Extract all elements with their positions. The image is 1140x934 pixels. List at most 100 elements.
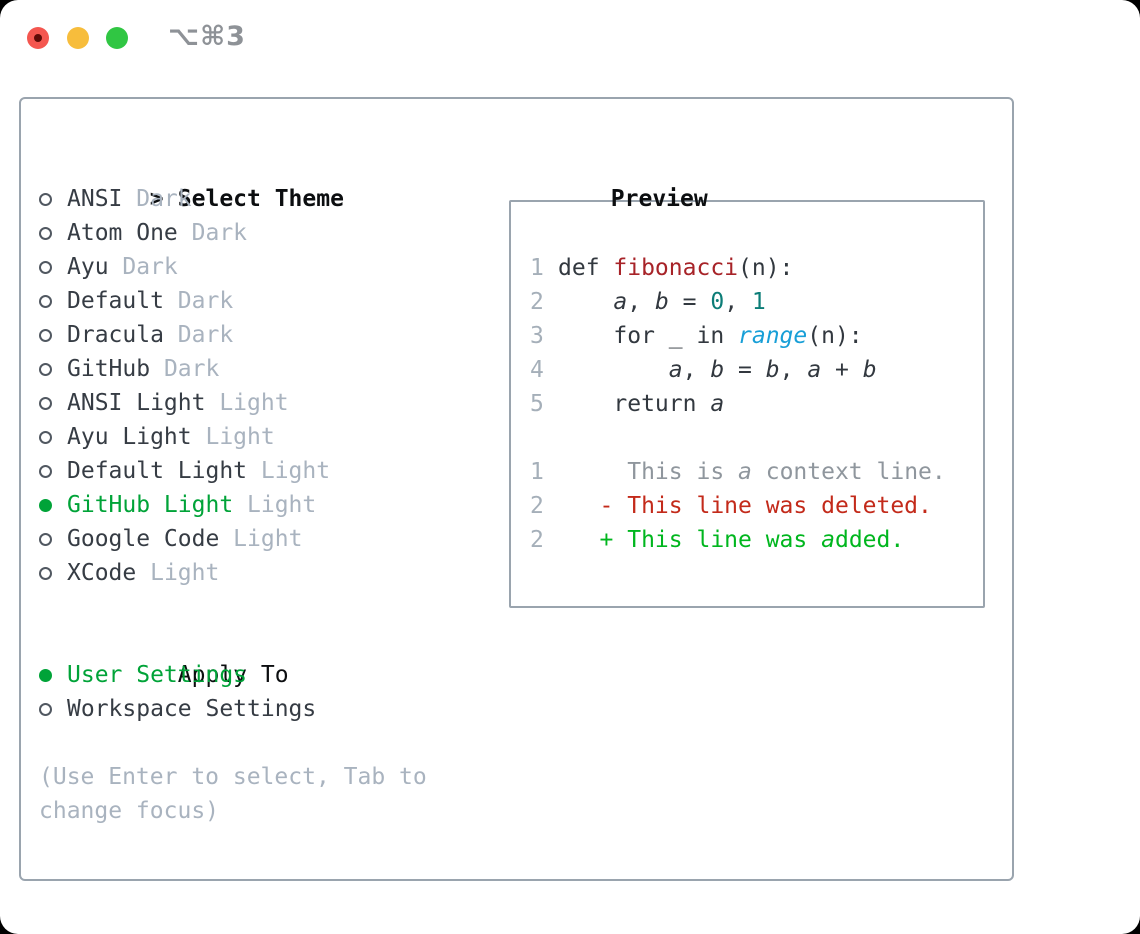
select-theme-header: > Select Theme	[39, 148, 471, 212]
code-token: +	[821, 357, 863, 383]
unsaved-changes-dot	[34, 34, 42, 42]
theme-variant-tag: Dark	[177, 220, 248, 246]
code-token: fibonacci	[613, 255, 739, 281]
theme-variant-tag: Dark	[122, 186, 192, 212]
code-token: a	[821, 527, 835, 553]
apply-to-label: Apply To	[177, 662, 289, 688]
code-line: 2 a, b = 0, 1	[530, 285, 983, 319]
spacer	[39, 590, 471, 624]
window-title-shortcut: ⌥⌘3	[168, 21, 246, 52]
radio-icon	[39, 397, 52, 410]
option-name: Dracula	[67, 322, 164, 348]
code-token: ,	[779, 357, 808, 383]
code-token: range	[738, 323, 808, 349]
theme-variant-tag: Dark	[163, 288, 234, 314]
radio-marker	[39, 556, 67, 590]
radio-icon	[39, 703, 52, 716]
minimize-button[interactable]	[67, 27, 89, 49]
option-name: Ayu	[67, 254, 109, 280]
radio-marker	[39, 454, 67, 488]
code-token: a	[738, 459, 752, 485]
radio-icon	[39, 363, 52, 376]
theme-option[interactable]: ANSI Dark	[39, 182, 471, 216]
code-token: (n):	[738, 255, 794, 281]
radio-marker	[39, 488, 67, 522]
code-token: - This line was deleted.	[558, 493, 932, 519]
theme-option[interactable]: Google Code Light	[39, 522, 471, 556]
theme-variant-tag: Light	[136, 560, 220, 586]
theme-option[interactable]: ANSI Light Light	[39, 386, 471, 420]
option-name: Workspace Settings	[67, 696, 317, 722]
radio-icon	[39, 465, 52, 478]
theme-option[interactable]: GitHub Light Light	[39, 488, 471, 522]
selected-radio-icon	[39, 669, 52, 682]
code-token: b	[765, 357, 780, 383]
theme-option[interactable]: Ayu Dark	[39, 250, 471, 284]
theme-option[interactable]: XCode Light	[39, 556, 471, 590]
line-number: 2	[530, 289, 544, 315]
theme-variant-tag: Light	[219, 526, 303, 552]
theme-variant-tag: Light	[233, 492, 317, 518]
line-number: 2	[530, 493, 544, 519]
line-number: 4	[530, 357, 544, 383]
radio-marker	[39, 420, 67, 454]
option-name: Ayu Light	[67, 424, 192, 450]
code-token: ,	[627, 289, 655, 315]
code-token: This is	[558, 459, 739, 485]
code-line: 3 for _ in range(n):	[530, 319, 983, 353]
theme-variant-tag: Dark	[108, 254, 178, 280]
radio-marker	[39, 182, 67, 216]
code-token: b	[654, 289, 669, 315]
code-token: a	[710, 391, 725, 417]
preview-label: Preview	[610, 186, 708, 212]
radio-marker	[39, 692, 67, 726]
code-token: 0	[710, 289, 725, 315]
line-number: 1	[530, 255, 544, 281]
code-token: def	[558, 255, 614, 281]
help-text: (Use Enter to select, Tab to change focu…	[39, 764, 427, 824]
code-token: b	[710, 357, 725, 383]
apply-option[interactable]: Workspace Settings	[39, 692, 471, 726]
radio-marker	[39, 318, 67, 352]
code-token: b	[862, 357, 877, 383]
option-name: Default	[67, 288, 164, 314]
theme-variant-tag: Light	[247, 458, 331, 484]
option-name: Google Code	[67, 526, 220, 552]
radio-icon	[39, 533, 52, 546]
theme-option[interactable]: GitHub Dark	[39, 352, 471, 386]
theme-variant-tag: Dark	[163, 322, 234, 348]
option-name: GitHub Light	[67, 492, 234, 518]
code-token: a	[668, 357, 683, 383]
theme-option[interactable]: Atom One Dark	[39, 216, 471, 250]
close-button[interactable]	[27, 27, 49, 49]
code-token: for _ in	[558, 323, 739, 349]
code-token: context line.	[751, 459, 946, 485]
radio-marker	[39, 250, 67, 284]
code-line: 1 This is a context line.	[530, 455, 983, 489]
zoom-button[interactable]	[106, 27, 128, 49]
radio-marker	[39, 216, 67, 250]
code-token: a	[613, 289, 628, 315]
code-token: + This line was	[558, 527, 822, 553]
code-line: 2 - This line was deleted.	[530, 489, 983, 523]
code-token: return	[558, 391, 711, 417]
theme-option[interactable]: Ayu Light Light	[39, 420, 471, 454]
spacer	[39, 726, 471, 760]
option-name: Atom One	[67, 220, 178, 246]
focus-indicator: >	[149, 186, 164, 212]
select-theme-label: Select Theme	[177, 186, 344, 212]
code-line: 2 + This line was added.	[530, 523, 983, 557]
apply-option[interactable]: User Settings	[39, 658, 471, 692]
theme-option[interactable]: Dracula Dark	[39, 318, 471, 352]
theme-option[interactable]: Default Light Light	[39, 454, 471, 488]
radio-marker	[39, 386, 67, 420]
theme-option[interactable]: Default Dark	[39, 284, 471, 318]
line-number: 3	[530, 323, 544, 349]
option-name: GitHub	[67, 356, 151, 382]
radio-icon	[39, 295, 52, 308]
